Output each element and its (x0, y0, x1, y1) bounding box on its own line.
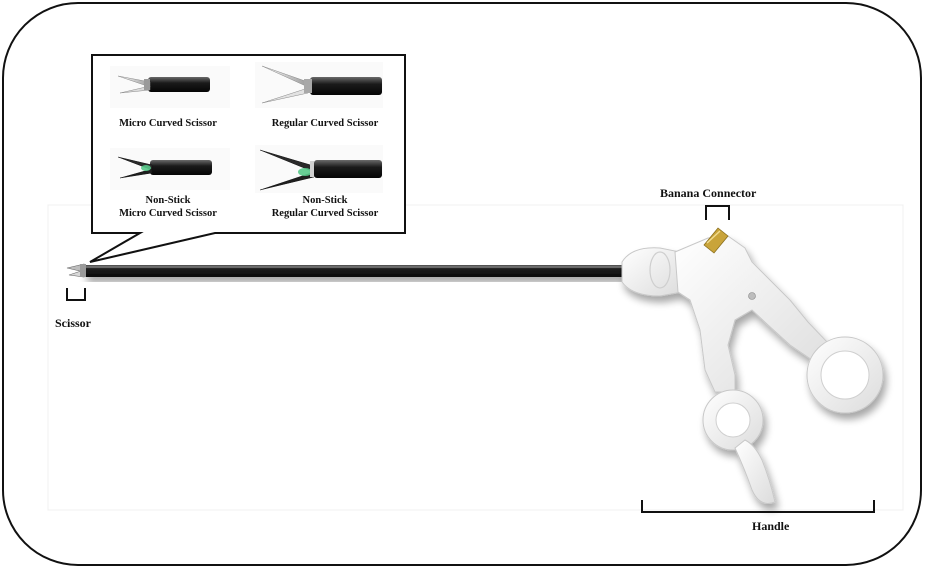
banana-connector-label: Banana Connector (660, 186, 756, 201)
tip-label-nonstick-regular-line2: Regular Curved Scissor (255, 207, 395, 220)
tip-label-nonstick-micro-line1: Non-Stick (106, 194, 230, 207)
photo-panel (48, 205, 903, 510)
scissor-label: Scissor (55, 316, 91, 331)
tip-label-regular: Regular Curved Scissor (255, 117, 395, 130)
tip-label-nonstick-regular-line1: Non-Stick (255, 194, 395, 207)
tip-thumbnail-nonstick-micro (110, 148, 230, 190)
tip-label-micro: Micro Curved Scissor (106, 117, 230, 130)
tip-label-nonstick-regular: Non-Stick Regular Curved Scissor (255, 194, 395, 220)
instrument-shaft (84, 265, 632, 277)
tip-thumbnail-regular (255, 62, 383, 108)
tip-label-nonstick-micro-line2: Micro Curved Scissor (106, 207, 230, 220)
handle-label: Handle (752, 519, 789, 534)
tip-thumbnail-micro (110, 66, 230, 108)
tip-label-nonstick-micro: Non-Stick Micro Curved Scissor (106, 194, 230, 220)
tip-thumbnail-nonstick-regular (255, 145, 383, 193)
